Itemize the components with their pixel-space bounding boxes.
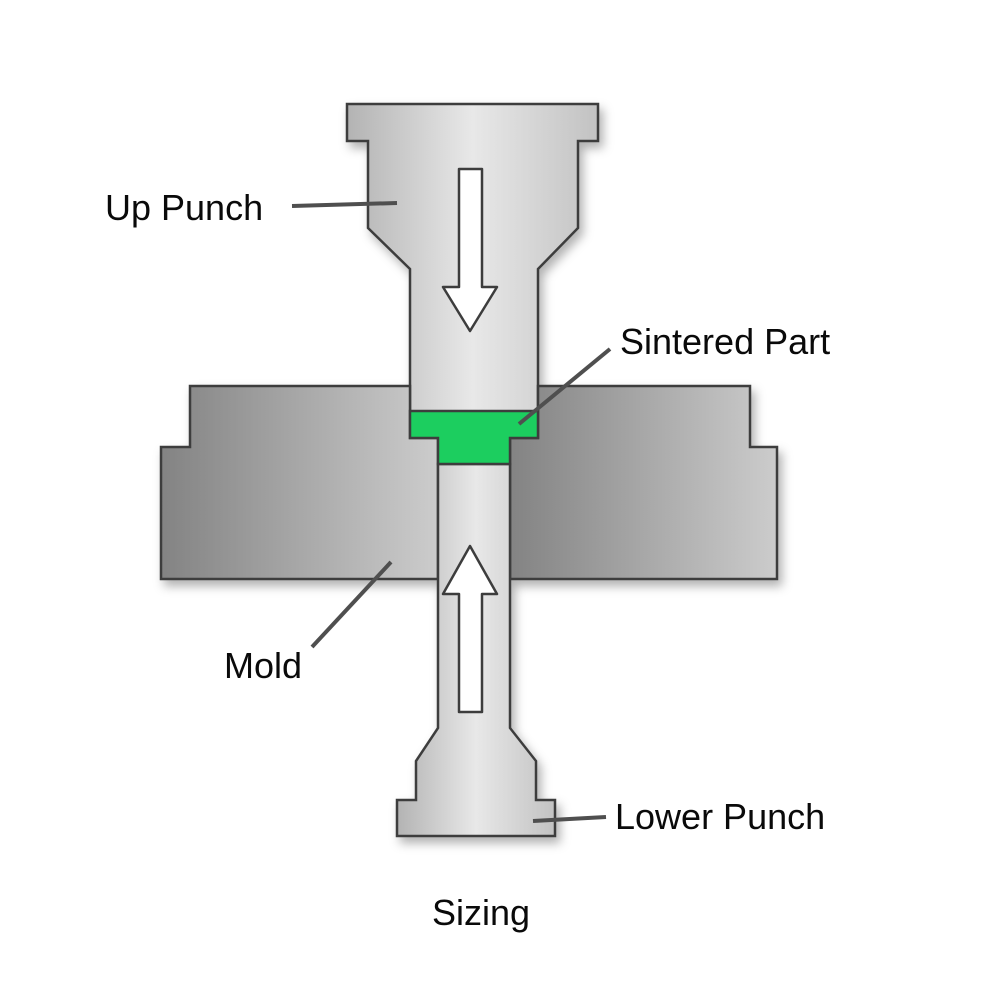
mold-label: Mold xyxy=(224,645,302,686)
sintered-part-label: Sintered Part xyxy=(620,321,830,362)
sintered-part-leader-line xyxy=(517,347,612,426)
down-arrow-icon xyxy=(441,167,499,333)
leader-lines xyxy=(291,201,612,823)
lower-punch-leader-line xyxy=(532,815,607,823)
sintered-part-shape xyxy=(408,409,540,466)
up-punch-label: Up Punch xyxy=(105,187,263,228)
up-arrow-icon xyxy=(441,544,499,714)
lower-punch-label: Lower Punch xyxy=(615,796,825,837)
up-punch-leader-line xyxy=(291,201,398,208)
press-assembly xyxy=(159,102,779,838)
diagram-title: Sizing xyxy=(432,892,530,933)
mold-right-shape xyxy=(508,384,779,581)
mold-left-shape xyxy=(159,384,440,581)
mold-leader-line xyxy=(310,560,393,649)
